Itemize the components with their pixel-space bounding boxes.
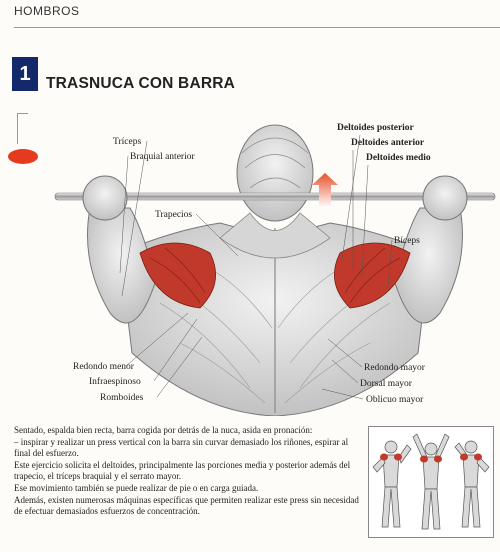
label-deltoides-medio: Deltoides medio: [366, 153, 431, 163]
description-line: Además, existen numerosas máquinas espec…: [14, 494, 359, 517]
label-dorsal-mayor: Dorsal mayor: [360, 379, 412, 389]
description-line: Ese movimiento también se puede realizar…: [14, 482, 259, 493]
label-oblicuo-mayor: Oblicuo mayor: [366, 395, 424, 405]
label-redondo-menor: Redondo menor: [73, 362, 134, 372]
label-romboides: Romboides: [100, 393, 144, 403]
movement-figures: [372, 433, 490, 530]
label-deltoides-posterior: Deltoides posterior: [337, 123, 414, 133]
movement-thumbnail: [368, 426, 494, 538]
description-line: Este ejercicio solicita el deltoides, pr…: [14, 459, 351, 482]
description-line: Sentado, espalda bien recta, barra cogid…: [14, 425, 313, 435]
corner-bracket: [17, 113, 28, 144]
exercise-title: TRASNUCA CON BARRA: [46, 75, 236, 92]
red-marker-icon: [8, 149, 38, 164]
label-redondo-mayor: Redondo mayor: [364, 363, 425, 373]
label-triceps: Tríceps: [113, 137, 142, 147]
label-biceps: Bíceps: [394, 236, 420, 246]
label-infraespinoso: Infraespinoso: [89, 377, 141, 387]
section-title: HOMBROS: [14, 4, 80, 18]
header-divider: [14, 27, 500, 28]
label-trapecios: Trapecios: [155, 210, 193, 220]
anatomy-figure: [54, 124, 496, 417]
anatomy-illustration: Tríceps Braquial anterior Trapecios Redo…: [50, 113, 500, 417]
label-braquial-anterior: Braquial anterior: [130, 152, 195, 162]
exercise-description: Sentado, espalda bien recta, barra cogid…: [14, 425, 359, 518]
label-deltoides-anterior: Deltoides anterior: [351, 138, 425, 148]
description-line: – inspirar y realizar un press vertical …: [14, 436, 349, 459]
exercise-number: 1: [12, 57, 38, 91]
